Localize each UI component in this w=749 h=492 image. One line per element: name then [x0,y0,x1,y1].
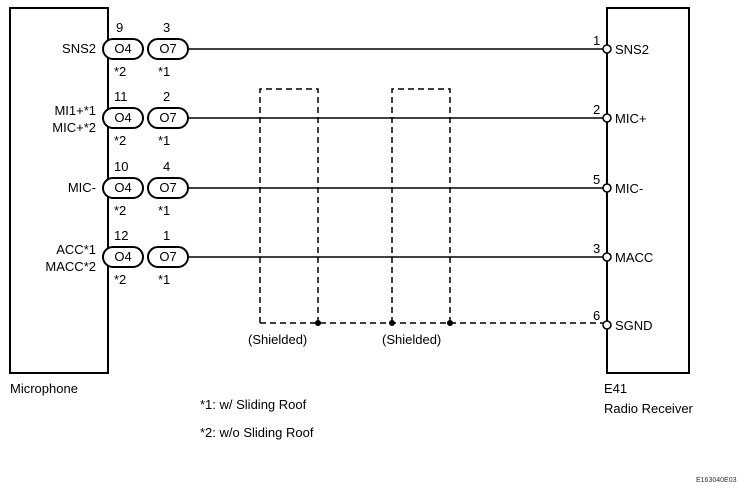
receiver-pin-number: 5 [593,172,601,187]
connector-o7-note: *1 [158,272,171,287]
mic-pin-macc: MACC*2 [45,259,96,274]
receiver-pin-number: 2 [593,102,601,117]
receiver-pin-mic-plus: MIC+ [615,111,647,126]
connector-o4: O4 [102,246,144,268]
connector-o4-pin: 9 [116,20,124,35]
connector-o4: O4 [102,177,144,199]
connector-o4-note: *2 [114,133,127,148]
receiver-connector-code: E41 [604,381,628,396]
receiver-pin-number: 3 [593,241,601,256]
shield-junction-3 [447,320,453,326]
receiver-pin-mic-minus: MIC- [615,181,644,196]
receiver-pin-number: 1 [593,33,601,48]
figure-code: E163040E03 [696,477,737,484]
mic-pin-mic-plus: MIC+*2 [52,120,96,135]
shield-box-1 [259,88,319,323]
connector-o4: O4 [102,107,144,129]
footnote-1: *1: w/ Sliding Roof [200,397,307,412]
receiver-pin-sgnd: SGND [615,318,653,333]
receiver-name: Radio Receiver [604,401,693,416]
connector-o4-pin: 10 [114,159,129,174]
terminal-mic-plus [602,113,612,123]
connector-o7: O7 [147,38,189,60]
mic-pin-sns2: SNS2 [62,41,96,56]
receiver-pin-sns2: SNS2 [615,42,649,57]
connector-o4-note: *2 [114,272,127,287]
connector-o7-pin: 1 [163,228,171,243]
terminal-sgnd [602,320,612,330]
shield-label: (Shielded) [248,332,308,347]
mic-pin-mic-minus: MIC- [67,180,96,195]
connector-o7-note: *1 [158,64,171,79]
shield-label: (Shielded) [382,332,442,347]
connector-o4: O4 [102,38,144,60]
terminal-sns2 [602,44,612,54]
mic-pin-acc: ACC*1 [56,242,96,257]
microphone-name: Microphone [10,381,78,396]
connector-o7: O7 [147,107,189,129]
connector-o7-pin: 3 [163,20,171,35]
terminal-mic-minus [602,183,612,193]
connector-o4-pin: 11 [114,89,128,104]
connector-o7: O7 [147,246,189,268]
shield-box-2 [391,88,451,323]
shield-junction-1 [315,320,321,326]
connector-o4-note: *2 [114,203,127,218]
connector-o4-pin: 12 [114,228,129,243]
receiver-pin-number: 6 [593,308,601,323]
mic-pin-mi1-plus: MI1+*1 [54,103,96,118]
shield-junction-2 [389,320,395,326]
connector-o7-pin: 2 [163,89,171,104]
footnote-2: *2: w/o Sliding Roof [200,425,314,440]
connector-o7-note: *1 [158,203,171,218]
terminal-macc [602,252,612,262]
connector-o4-note: *2 [114,64,127,79]
connector-o7: O7 [147,177,189,199]
connector-o7-pin: 4 [163,159,171,174]
connector-o7-note: *1 [158,133,171,148]
receiver-pin-macc: MACC [615,250,654,265]
